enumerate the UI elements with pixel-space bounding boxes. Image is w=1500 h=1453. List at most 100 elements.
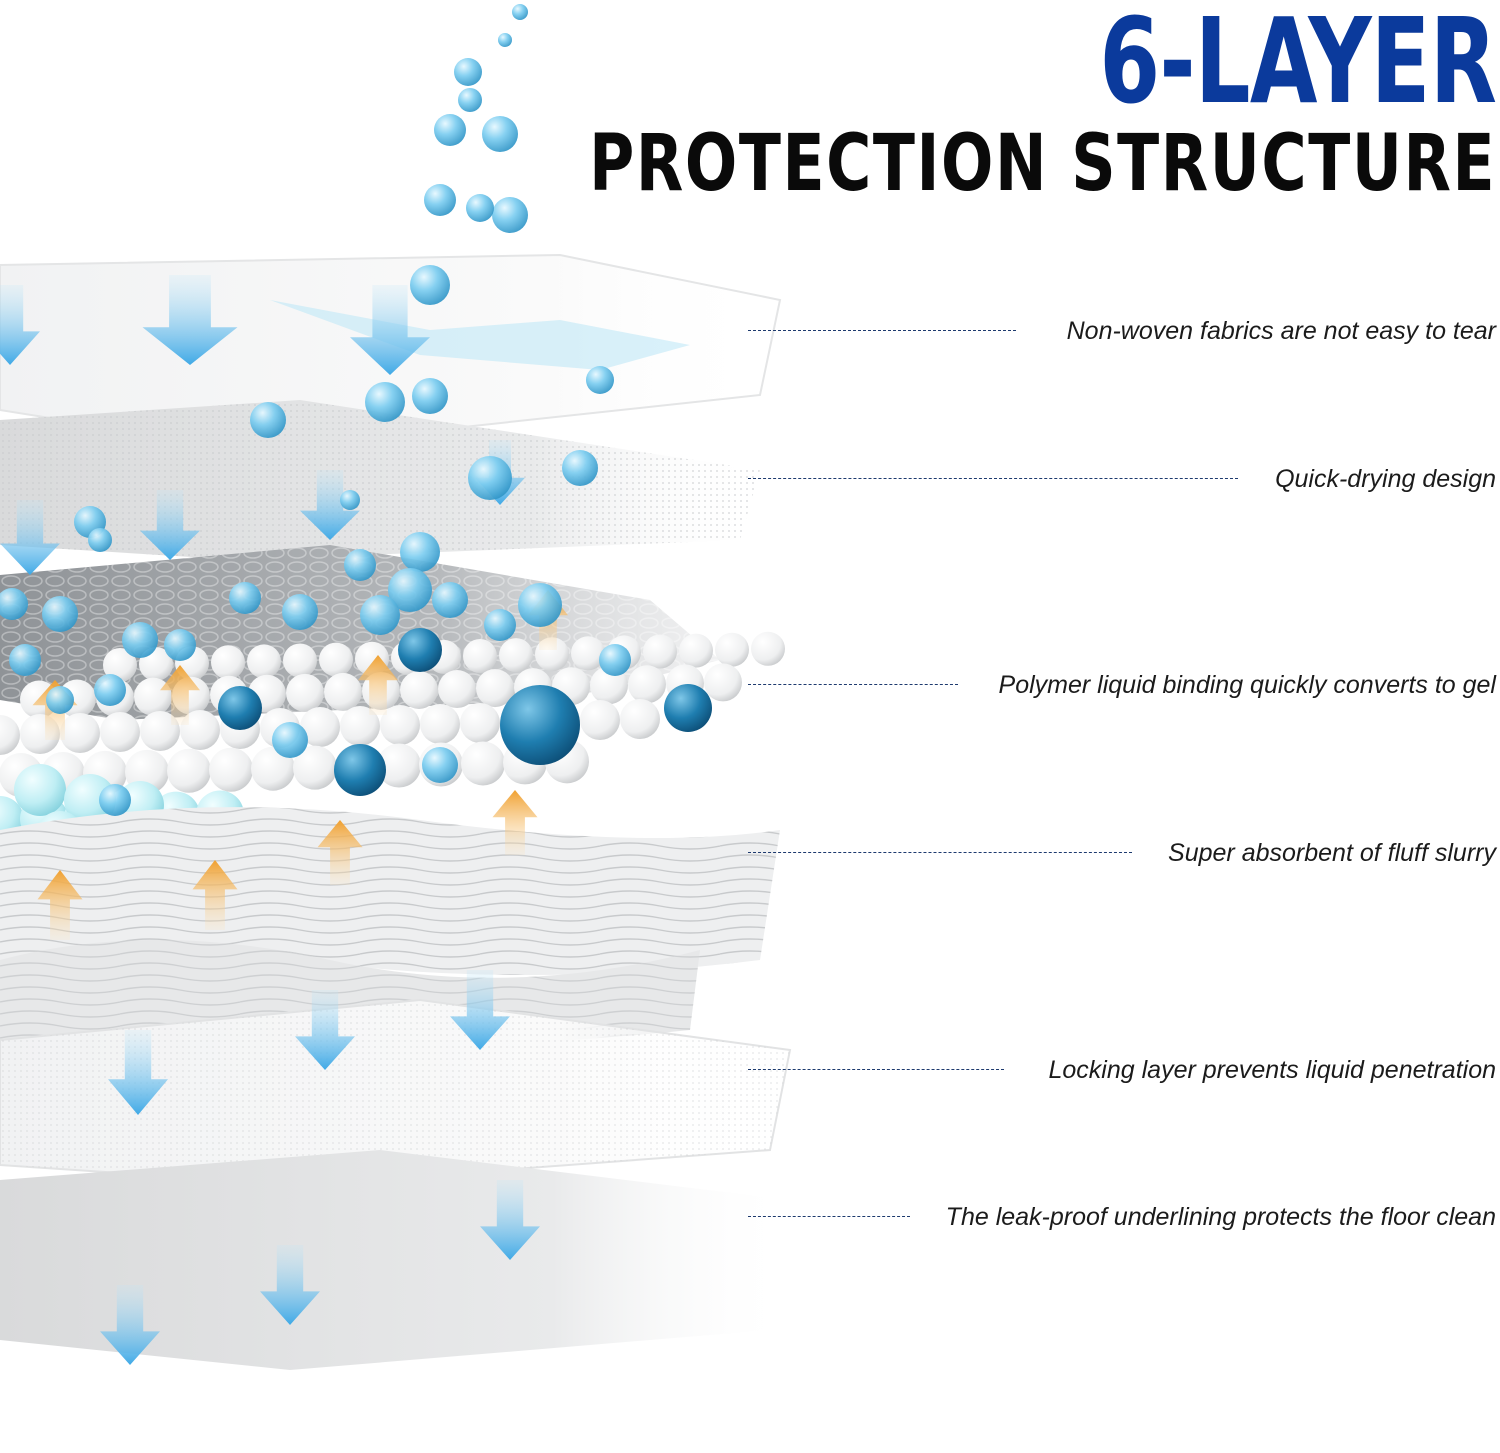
bead bbox=[60, 713, 100, 753]
title-line-2: PROTECTION STRUCTURE bbox=[588, 119, 1496, 209]
down-arrow-icon bbox=[350, 285, 430, 375]
bead bbox=[679, 633, 713, 668]
up-arrow-icon bbox=[160, 665, 200, 725]
flow-arrows bbox=[0, 275, 568, 1365]
callout-layer-6: The leak-proof underlining protects the … bbox=[748, 1200, 1496, 1234]
leader-line bbox=[748, 478, 1238, 479]
water-drop bbox=[412, 378, 448, 414]
bead bbox=[211, 645, 245, 680]
callout-label: Non-woven fabrics are not easy to tear bbox=[1066, 317, 1496, 345]
bead bbox=[293, 745, 337, 790]
layer-5-sheet bbox=[0, 998, 792, 1187]
down-arrow-icon bbox=[0, 285, 40, 365]
water-drop bbox=[434, 114, 466, 146]
callout-label: Polymer liquid binding quickly converts … bbox=[998, 671, 1496, 699]
water-drop bbox=[492, 197, 528, 233]
bead bbox=[340, 706, 380, 746]
bead bbox=[180, 710, 220, 750]
callout-label: Locking layer prevents liquid penetratio… bbox=[1048, 1056, 1497, 1084]
gel-bead bbox=[500, 685, 580, 765]
water-drop bbox=[340, 490, 360, 510]
water-drops bbox=[0, 4, 631, 816]
bead bbox=[100, 712, 140, 752]
callout-layer-5: Locking layer prevents liquid penetratio… bbox=[748, 1053, 1496, 1087]
bead bbox=[0, 715, 20, 755]
water-drop bbox=[410, 265, 450, 305]
bead bbox=[283, 643, 317, 678]
bead bbox=[704, 663, 742, 702]
leader-line bbox=[748, 852, 1132, 853]
water-drop bbox=[422, 747, 458, 783]
water-drop bbox=[458, 88, 482, 112]
bead bbox=[628, 665, 666, 704]
callout-layer-1: Non-woven fabrics are not easy to tear bbox=[748, 314, 1496, 348]
bead bbox=[319, 642, 353, 677]
layer-4-fluff bbox=[0, 807, 780, 1048]
bead bbox=[251, 746, 295, 791]
leader-line bbox=[748, 330, 1016, 331]
bead bbox=[64, 774, 116, 826]
water-drop bbox=[482, 116, 518, 152]
bead bbox=[751, 631, 785, 666]
water-drop bbox=[424, 184, 456, 216]
up-arrow-icon bbox=[317, 820, 363, 885]
bead bbox=[461, 741, 505, 786]
leader-line bbox=[748, 1216, 910, 1217]
bead bbox=[463, 639, 497, 673]
gel-bead bbox=[218, 686, 262, 730]
down-arrow-icon bbox=[100, 1285, 160, 1365]
water-drop bbox=[88, 528, 112, 552]
water-drop bbox=[344, 549, 376, 581]
gel-bead bbox=[334, 744, 386, 796]
bead bbox=[715, 632, 749, 667]
down-arrow-icon bbox=[480, 1180, 540, 1260]
water-drop bbox=[498, 33, 512, 47]
water-drop bbox=[94, 674, 126, 706]
down-arrow-icon bbox=[295, 990, 355, 1070]
leader-line bbox=[748, 684, 958, 685]
bead bbox=[300, 707, 340, 747]
title-line-1: 6-LAYER bbox=[1099, 0, 1497, 130]
water-drop bbox=[388, 568, 432, 612]
water-drop bbox=[250, 402, 286, 438]
down-arrow-icon bbox=[260, 1245, 320, 1325]
callout-layer-3: Polymer liquid binding quickly converts … bbox=[748, 668, 1496, 702]
bead bbox=[14, 764, 66, 816]
water-drop bbox=[46, 686, 74, 714]
down-arrow-icon bbox=[108, 1030, 168, 1115]
up-arrow-icon bbox=[192, 860, 238, 930]
bead bbox=[286, 673, 324, 712]
water-drop bbox=[365, 382, 405, 422]
water-drop bbox=[99, 784, 131, 816]
water-drop bbox=[468, 456, 512, 500]
water-drop bbox=[466, 194, 494, 222]
bead bbox=[460, 703, 500, 743]
bead bbox=[400, 671, 438, 709]
down-arrow-icon bbox=[140, 490, 200, 560]
water-drop bbox=[272, 722, 308, 758]
water-drop bbox=[282, 594, 318, 630]
layer-2-sheet bbox=[0, 400, 760, 560]
down-arrow-icon bbox=[450, 970, 510, 1050]
bead bbox=[209, 747, 253, 792]
bead bbox=[377, 743, 421, 788]
bead bbox=[620, 699, 660, 739]
water-drop bbox=[432, 582, 468, 618]
bead bbox=[140, 711, 180, 751]
down-arrow-icon bbox=[142, 275, 238, 365]
bead bbox=[247, 644, 281, 679]
layer-6-sheet bbox=[0, 1150, 790, 1370]
water-drop bbox=[0, 588, 28, 620]
water-drop bbox=[586, 366, 614, 394]
gel-bead bbox=[398, 628, 442, 672]
water-drop bbox=[164, 629, 196, 661]
water-drop bbox=[400, 532, 440, 572]
water-drop bbox=[599, 644, 631, 676]
bead bbox=[590, 666, 628, 705]
bead bbox=[324, 672, 362, 711]
callout-label: Quick-drying design bbox=[1275, 465, 1496, 493]
water-drop bbox=[122, 622, 158, 658]
water-drop bbox=[42, 596, 78, 632]
water-drop bbox=[484, 609, 516, 641]
